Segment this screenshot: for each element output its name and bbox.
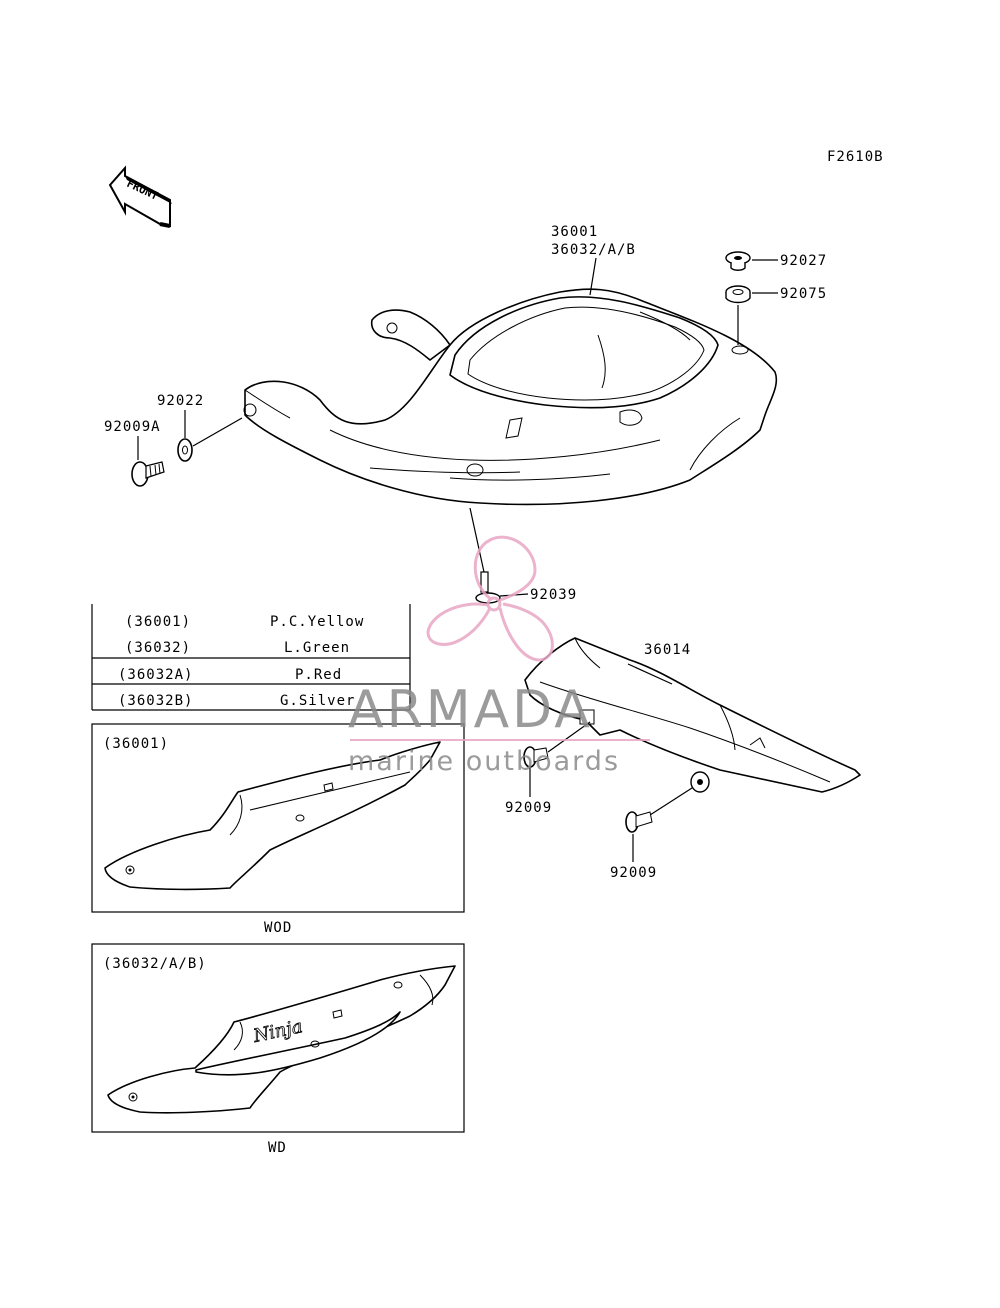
- washer-92022: [177, 438, 193, 462]
- grommet-92075: [725, 285, 751, 304]
- table-color-0: P.C.Yellow: [270, 614, 364, 630]
- inset-wod-caption: WOD: [264, 920, 292, 936]
- propeller-icon: [426, 535, 554, 662]
- front-arrow-icon: FRONT: [108, 165, 172, 228]
- callout-92009-a: 92009: [505, 800, 552, 816]
- inset-wd-caption: WD: [268, 1140, 287, 1156]
- table-color-3: G.Silver: [280, 693, 355, 709]
- watermark-tagline: marine outboards: [348, 746, 620, 777]
- callout-36032: 36032/A/B: [551, 242, 636, 258]
- table-part-1: (36032): [125, 640, 191, 656]
- screw-92009A: [131, 461, 165, 487]
- callout-92027: 92027: [780, 253, 827, 269]
- table-part-3: (36032B): [118, 693, 193, 709]
- callout-92039: 92039: [530, 587, 577, 603]
- callout-92009-b: 92009: [610, 865, 657, 881]
- callout-36014: 36014: [644, 642, 691, 658]
- callout-36001: 36001: [551, 224, 598, 240]
- table-color-1: L.Green: [284, 640, 350, 656]
- watermark-brand: ARMADA: [348, 680, 593, 740]
- callout-92075: 92075: [780, 286, 827, 302]
- table-color-2: P.Red: [295, 667, 342, 683]
- screw-92009-a: [523, 746, 549, 768]
- table-part-0: (36001): [125, 614, 191, 630]
- table-part-2: (36032A): [118, 667, 193, 683]
- inset-wod: (36001): [91, 723, 465, 913]
- callout-92009A: 92009A: [104, 419, 161, 435]
- screw-92009-b: [625, 811, 653, 833]
- inset-wd: (36032/A/B) Ninja: [91, 943, 465, 1133]
- watermark: ARMADA marine outboards: [348, 535, 650, 777]
- under-cover-36014: [524, 637, 861, 793]
- inset-wod-title: (36001): [103, 736, 169, 752]
- color-table: (36001) P.C.Yellow (36032) L.Green (3603…: [91, 604, 411, 711]
- seat-cowl-part: [243, 288, 778, 506]
- cap-92027: [725, 251, 751, 271]
- inset-wd-title: (36032/A/B): [103, 956, 207, 972]
- callout-92022: 92022: [157, 393, 204, 409]
- figure-code: F2610B: [827, 149, 884, 165]
